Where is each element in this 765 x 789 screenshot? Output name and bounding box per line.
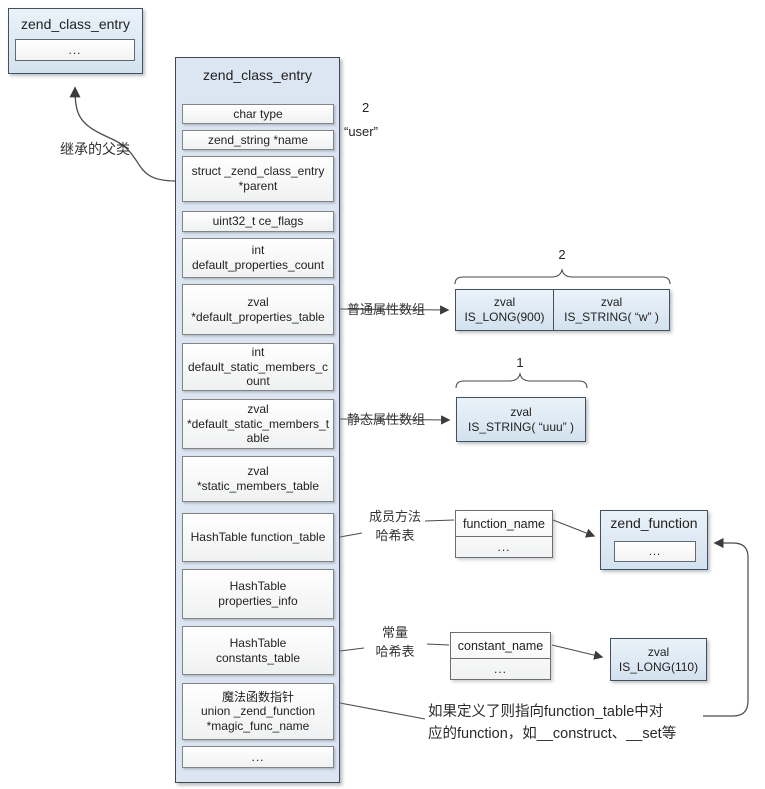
type-value-annotation: 2 bbox=[362, 100, 370, 115]
consts-connector-left bbox=[339, 647, 365, 652]
parent-class-title: zend_class_entry bbox=[21, 16, 130, 32]
note-to-zendfunction-arrow bbox=[703, 537, 749, 717]
static-props-label: 静态属性数组 bbox=[346, 412, 425, 427]
zend-function-box: zend_function ... bbox=[600, 510, 708, 570]
consts-connector-right bbox=[426, 643, 450, 646]
function-name-body: ... bbox=[497, 540, 511, 554]
static-array-cell-0: zval IS_STRING( “uuu” ) bbox=[467, 404, 575, 434]
row-function-table: HashTable function_table bbox=[182, 513, 334, 562]
fn-to-zendfunction-arrow bbox=[552, 519, 596, 538]
parent-class-body: ... bbox=[15, 39, 135, 61]
function-name-box: function_name ... bbox=[455, 510, 553, 558]
zend-function-title: zend_function bbox=[610, 515, 698, 531]
static-count-value: 1 bbox=[516, 355, 524, 370]
row-magic-func-name: 魔法函数指针 union _zend_function *magic_func_… bbox=[182, 683, 334, 740]
row-static-members-table: zval *static_members_table bbox=[182, 456, 334, 502]
row-default-static-members-table: zval *default_static_members_table bbox=[182, 399, 334, 449]
props-array-cell-1: zval IS_STRING( “w” ) bbox=[553, 290, 669, 330]
props-count-value: 2 bbox=[558, 247, 566, 262]
constant-name-header: constant_name bbox=[451, 633, 550, 659]
normal-props-label: 普通属性数组 bbox=[346, 302, 425, 317]
magic-func-note: 如果定义了则指向function_table中对 应的function，如__c… bbox=[428, 704, 677, 742]
static-count-brace bbox=[455, 372, 588, 389]
row-char-type: char type bbox=[182, 104, 334, 124]
methods-connector-right bbox=[424, 519, 455, 522]
function-name-header: function_name bbox=[456, 511, 552, 537]
method-hash-label: 成员方法 哈希表 bbox=[368, 509, 421, 543]
row-ce-flags: uint32_t ce_flags bbox=[182, 211, 334, 232]
props-count-brace bbox=[454, 268, 671, 285]
props-array-cell-0: zval IS_LONG(900) bbox=[464, 295, 545, 324]
constant-name-box: constant_name ... bbox=[450, 632, 551, 680]
const-zval-text: zval IS_LONG(110) bbox=[618, 644, 699, 674]
constant-name-body: ... bbox=[493, 662, 507, 676]
inherit-arrow bbox=[69, 86, 177, 182]
const-hash-label: 常量 哈希表 bbox=[375, 625, 415, 659]
magic-note-connector bbox=[339, 702, 426, 720]
row-default-properties-count: int default_properties_count bbox=[182, 238, 334, 278]
const-to-zval-arrow bbox=[551, 644, 604, 660]
methods-connector-left bbox=[339, 532, 363, 538]
inherit-label: 继承的父类 bbox=[60, 141, 130, 157]
name-value-annotation: “user” bbox=[344, 124, 378, 139]
row-constants-table: HashTable constants_table bbox=[182, 626, 334, 675]
row-default-static-members-count: int default_static_members_count bbox=[182, 343, 334, 391]
zend-function-body: ... bbox=[614, 541, 696, 562]
static-array-box: zval IS_STRING( “uuu” ) bbox=[456, 397, 586, 442]
row-ellipsis: ... bbox=[182, 746, 334, 768]
class-entry-struct: zend_class_entry char type zend_string *… bbox=[175, 57, 340, 783]
row-name: zend_string *name bbox=[182, 130, 334, 150]
parent-class-box: zend_class_entry ... bbox=[8, 8, 143, 74]
props-array-box: zval IS_LONG(900) zval IS_STRING( “w” ) bbox=[455, 289, 670, 331]
row-properties-info: HashTable properties_info bbox=[182, 569, 334, 619]
const-zval-box: zval IS_LONG(110) bbox=[610, 638, 707, 681]
class-entry-title: zend_class_entry bbox=[203, 67, 312, 83]
row-parent: struct _zend_class_entry *parent bbox=[182, 156, 334, 202]
row-default-properties-table: zval *default_properties_table bbox=[182, 284, 334, 335]
